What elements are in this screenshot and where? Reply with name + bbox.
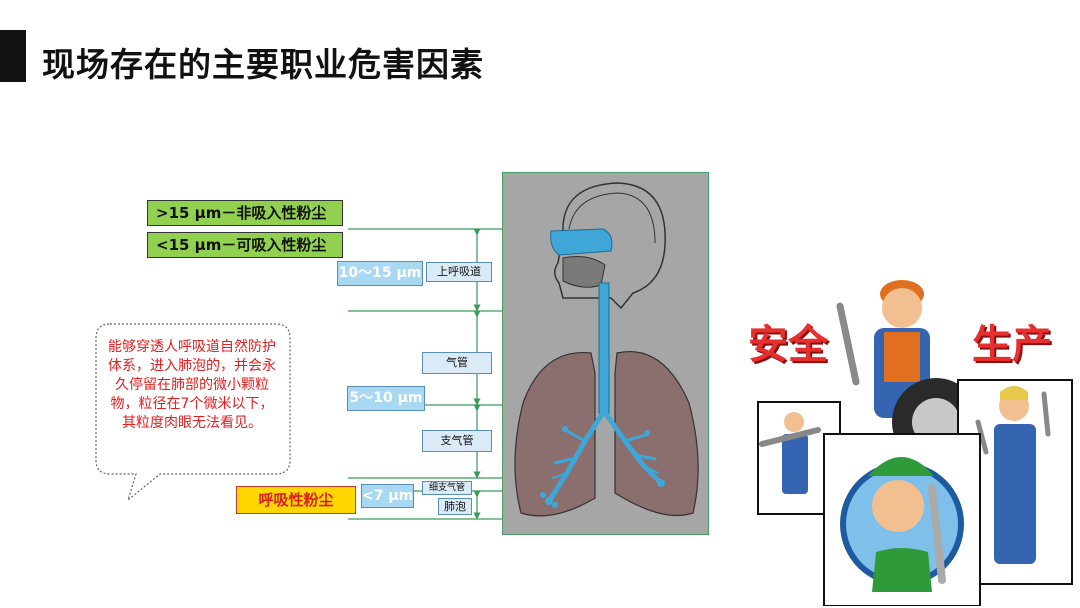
- alveolus-4: [657, 479, 665, 487]
- page-title: 现场存在的主要职业危害因素: [42, 45, 484, 84]
- respiratory-diagram: [502, 172, 709, 535]
- trachea: [598, 282, 610, 414]
- head-outline: [554, 182, 666, 310]
- bronchus-label: 支气管: [422, 430, 492, 452]
- left-lung: [514, 352, 596, 517]
- safety-text-right: 生产: [972, 322, 1052, 368]
- respirable-dust-label: 呼吸性粉尘: [236, 486, 356, 514]
- alveolus-1: [545, 497, 553, 505]
- right-lung: [614, 351, 699, 517]
- inhalable-label: <15 μm－可吸入性粉尘: [147, 232, 343, 258]
- upper-airway-label: 上呼吸道: [426, 262, 492, 282]
- trachea-label: 气管: [422, 352, 492, 374]
- alveoli-label: 肺泡: [438, 498, 472, 515]
- bronchiole-label: 细支气管: [422, 481, 472, 495]
- wrench-icon: [836, 302, 860, 386]
- safety-text-left: 安全: [748, 322, 828, 368]
- nasal-cavity: [550, 228, 613, 256]
- speech-bubble: [95, 323, 291, 502]
- alveolus-5: [562, 426, 568, 432]
- bubble-text: 能够穿透人呼吸道自然防护体系，进入肺泡的，并会永久停留在肺部的微小颗粒物，粒径在…: [108, 339, 276, 431]
- non-inhalable-label: >15 μm－非吸入性粉尘: [147, 200, 343, 226]
- safety-illustration: [757, 280, 1073, 606]
- alveolus-3: [552, 502, 558, 508]
- bronchial-tree: [548, 408, 662, 501]
- size-label-low: <7 μm: [361, 484, 414, 508]
- alveolus-6: [644, 430, 650, 436]
- size-label-mid: 5～10 μm: [347, 386, 425, 411]
- size-label-upper: 10～15 μm: [337, 261, 423, 286]
- alveolus-2: [540, 492, 546, 498]
- title-accent-bar: [0, 30, 26, 82]
